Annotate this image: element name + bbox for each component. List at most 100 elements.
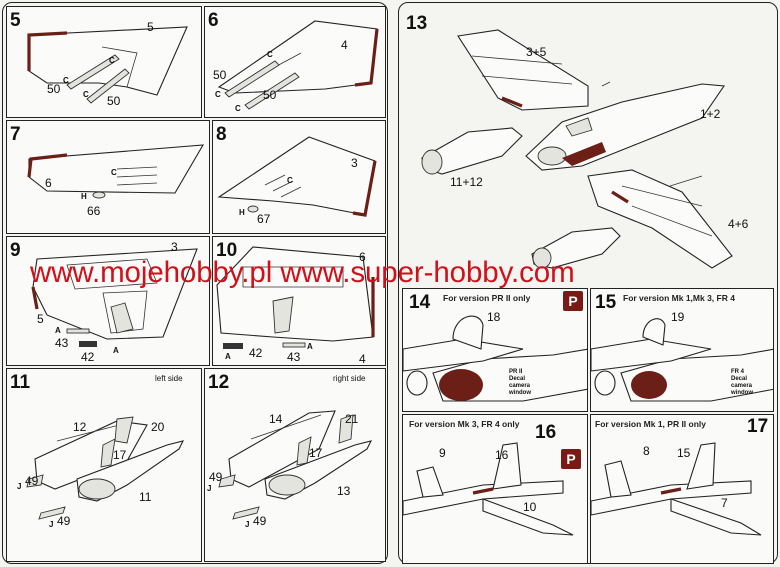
part-label: 17	[113, 448, 127, 462]
nacelle-right-drawing	[218, 410, 373, 520]
part-label: 3+5	[526, 45, 547, 59]
wing-6-drawing	[217, 20, 379, 110]
step-number: 14	[409, 292, 431, 313]
step-12-panel: 12 right side 14 21 17 13 49 49 J J	[204, 368, 386, 562]
part-label: 66	[87, 204, 101, 218]
part-label: 50	[107, 94, 121, 108]
decal-note: PR II Decal camera window	[509, 369, 531, 396]
fuselage-assembly-drawing	[421, 29, 733, 269]
glue-mark: A	[113, 346, 119, 355]
step-14-panel: For version PR II only P 14 18 PR II Dec…	[402, 288, 588, 412]
glue-mark: C	[63, 76, 69, 85]
step-number: 12	[208, 372, 230, 393]
part-label: 18	[487, 310, 501, 324]
side-label: right side	[333, 374, 366, 383]
step-number: 7	[10, 124, 21, 145]
glue-mark: C	[111, 168, 117, 177]
part-label: 49	[209, 470, 223, 484]
glue-mark: H	[81, 192, 87, 201]
side-label: left side	[155, 374, 183, 383]
tail-fins-mk3-drawing	[403, 442, 574, 536]
glue-mark: C	[109, 56, 115, 65]
part-label: 15	[677, 446, 691, 460]
part-label: 12	[73, 420, 87, 434]
step-number: 15	[595, 292, 617, 313]
glue-mark: C	[267, 50, 273, 59]
step-8-panel: 8 3 67 C H	[212, 120, 386, 234]
part-label: 13	[337, 484, 351, 498]
glue-mark: A	[307, 342, 313, 351]
step-number: 11	[10, 372, 31, 393]
part-label: 10	[523, 500, 537, 514]
watermark: www.mojehobby.pl www.super-hobby.com	[30, 256, 575, 289]
step-7-panel: 7 6 66 C H	[6, 120, 210, 234]
glue-mark: H	[239, 208, 245, 217]
part-label: 50	[213, 68, 227, 82]
step-number: 13	[406, 13, 428, 34]
part-label: 50	[263, 88, 277, 102]
decal-note: FR 4 Decal camera window	[731, 369, 753, 396]
glue-mark: C	[287, 176, 293, 185]
part-label: 42	[81, 350, 95, 364]
right-page-frame	[398, 2, 778, 564]
step-5-panel: 5 5 50 50 C C C	[6, 6, 202, 118]
step-number: 17	[747, 416, 769, 437]
step-number: 6	[208, 10, 219, 31]
step-17-panel: For version Mk 1, PR II only 17 8 15 7	[590, 414, 774, 564]
part-label: 5	[147, 20, 154, 34]
wing-5-drawing	[27, 26, 188, 104]
part-label: 7	[721, 496, 728, 510]
part-label: 67	[257, 212, 271, 226]
part-label: 21	[345, 412, 359, 426]
part-label: 14	[269, 412, 283, 426]
version-note: For version Mk 3, FR 4 only	[409, 419, 520, 429]
glue-mark: J	[49, 520, 54, 529]
wing-7-drawing	[27, 144, 205, 199]
part-label: 19	[671, 310, 685, 324]
glue-mark: A	[55, 326, 61, 335]
glue-mark: J	[207, 484, 212, 493]
glue-mark: J	[245, 520, 250, 529]
glue-mark: C	[215, 90, 221, 99]
part-label: 49	[253, 514, 267, 528]
step-9-panel: 9 3 5 43 42 A A	[6, 236, 210, 366]
part-label: 8	[643, 444, 650, 458]
wing-assembly-9-drawing	[31, 248, 198, 347]
part-label: 4	[359, 352, 366, 366]
part-label: 9	[439, 446, 446, 460]
part-label: 6	[45, 176, 52, 190]
glue-mark: J	[17, 482, 22, 491]
version-note: For version PR II only	[443, 293, 531, 303]
part-label: 49	[57, 514, 71, 528]
nacelle-left-drawing	[26, 416, 185, 520]
step-number: 16	[535, 422, 557, 443]
part-label: 50	[47, 82, 61, 96]
part-label: 11	[139, 490, 152, 504]
glue-mark: A	[225, 352, 231, 361]
part-label: 17	[309, 446, 323, 460]
camera-window-fr4-drawing	[591, 318, 773, 402]
tail-fins-mk1-drawing	[591, 442, 762, 536]
version-note: For version Mk 1,Mk 3, FR 4	[623, 293, 735, 303]
step-11-panel: 11 left side 12 20 17 11 49 49 J J	[6, 368, 202, 562]
version-note: For version Mk 1, PR II only	[595, 419, 706, 429]
part-label: 3	[351, 156, 358, 170]
part-label: 4	[341, 38, 348, 52]
part-label: 4+6	[728, 217, 749, 231]
left-page-frame	[2, 2, 388, 564]
glue-mark: C	[83, 90, 89, 99]
part-label: 43	[55, 336, 69, 350]
part-label: 3	[171, 240, 178, 254]
step-16-panel: For version Mk 3, FR 4 only 16 P 9 16 10	[402, 414, 588, 564]
part-label: 16	[495, 448, 509, 462]
wing-8-drawing	[217, 136, 377, 217]
step-13-panel: 13 3+5 1+2 11+12 4+6	[402, 6, 774, 286]
step-number: 9	[10, 240, 21, 261]
photo-etch-icon: P	[561, 449, 581, 469]
step-15-panel: For version Mk 1,Mk 3, FR 4 15 19 FR 4 D…	[590, 288, 774, 412]
photo-etch-icon: P	[563, 291, 583, 311]
part-label: 20	[151, 420, 165, 434]
part-label: 6	[359, 250, 366, 264]
part-label: 42	[249, 346, 263, 360]
part-label: 1+2	[700, 107, 721, 121]
